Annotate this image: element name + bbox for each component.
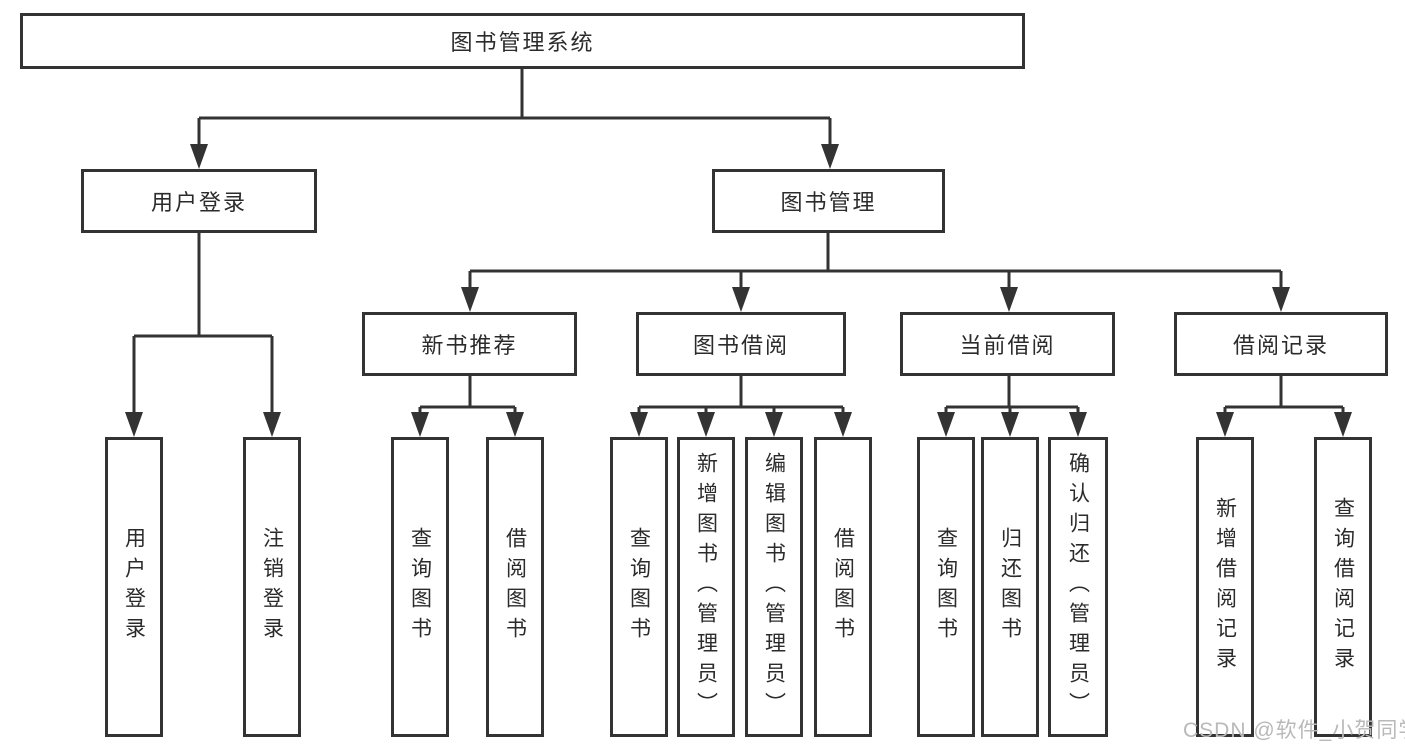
leaf-label: 查询图书 — [934, 527, 958, 647]
node-cb-query-books: 查询图书 — [917, 437, 975, 737]
node-br-query-record: 查询借阅记录 — [1314, 437, 1372, 737]
node-bb-query-books: 查询图书 — [610, 437, 668, 737]
csdn-watermark: CSDN @软件_小贺同学 — [1183, 719, 1405, 742]
leaf-label: 借阅图书 — [831, 527, 855, 647]
leaf-label: 查询图书 — [627, 527, 651, 647]
leaf-label: 归还图书 — [998, 527, 1022, 647]
node-library-system: 图书管理系统 — [20, 13, 1025, 69]
node-leaf-user-login: 用户登录 — [105, 437, 163, 737]
leaf-label: 查询借阅记录 — [1331, 497, 1355, 677]
leaf-label: 注销登录 — [260, 527, 284, 647]
node-br-add-record: 新增借阅记录 — [1196, 437, 1254, 737]
leaf-label: 借阅图书 — [503, 527, 527, 647]
node-current-borrow: 当前借阅 — [900, 312, 1115, 376]
node-borrow-records: 借阅记录 — [1174, 312, 1388, 376]
node-cb-confirm-return: 确认归还（管理员） — [1048, 437, 1108, 737]
leaf-label: 确认归还（管理员） — [1066, 452, 1090, 722]
node-nbr-borrow-books: 借阅图书 — [486, 437, 544, 737]
leaf-label: 用户登录 — [122, 527, 146, 647]
node-cb-return-books: 归还图书 — [981, 437, 1039, 737]
leaf-label: 查询图书 — [408, 527, 432, 647]
node-leaf-logout: 注销登录 — [243, 437, 301, 737]
connector-rails — [132, 69, 1345, 414]
node-bb-add-books: 新增图书（管理员） — [677, 437, 735, 737]
node-book-management: 图书管理 — [712, 169, 945, 233]
node-user-login: 用户登录 — [81, 169, 317, 233]
node-bb-borrow-books: 借阅图书 — [814, 437, 872, 737]
leaf-label: 编辑图书（管理员） — [762, 452, 786, 722]
node-nbr-query-books: 查询图书 — [391, 437, 449, 737]
leaf-label: 新增图书（管理员） — [694, 452, 718, 722]
node-new-book-recommend: 新书推荐 — [362, 312, 577, 376]
node-bb-edit-books: 编辑图书（管理员） — [745, 437, 803, 737]
node-book-borrow: 图书借阅 — [636, 312, 846, 376]
arrowheads — [125, 144, 1352, 437]
leaf-label: 新增借阅记录 — [1213, 497, 1237, 677]
